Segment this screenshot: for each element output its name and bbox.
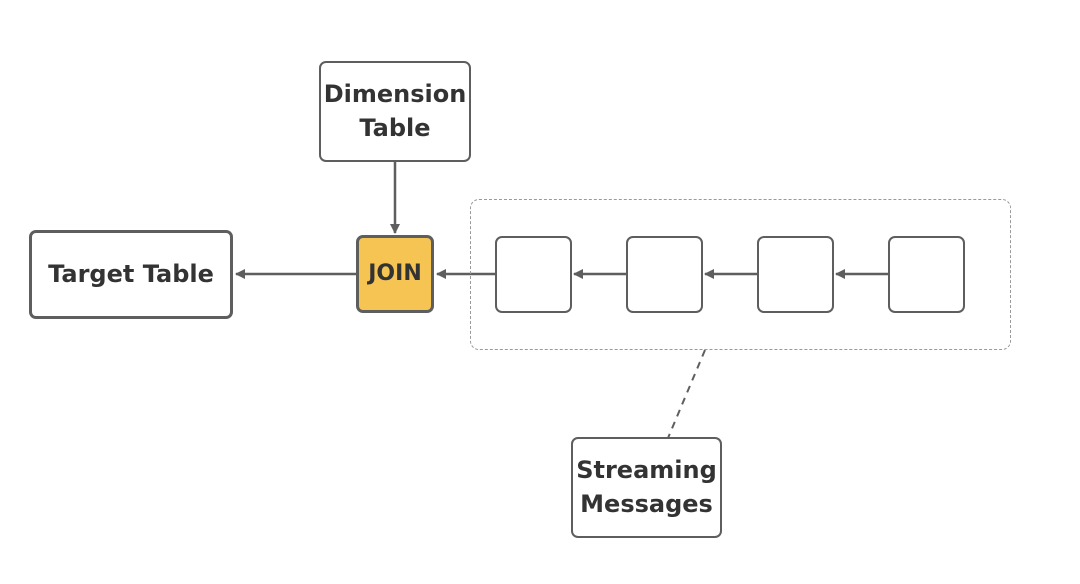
target-table-node: Target Table	[29, 230, 233, 319]
target-table-label: Target Table	[48, 259, 214, 288]
streaming-messages-label-line2: Messages	[580, 489, 713, 518]
join-node: JOIN	[356, 235, 434, 313]
dimension-table-label-line1: Dimension	[323, 79, 467, 108]
join-label: JOIN	[368, 260, 422, 286]
message-box	[626, 236, 703, 313]
dimension-table-node: Dimension Table	[319, 61, 471, 162]
streaming-messages-label-line1: Streaming	[576, 455, 717, 484]
streaming-messages-node: Streaming Messages	[571, 437, 722, 538]
dashed-leader-line	[667, 349, 706, 439]
streaming-messages-group	[470, 199, 1011, 350]
message-box	[757, 236, 834, 313]
dimension-table-label-line2: Table	[359, 113, 431, 142]
message-box	[888, 236, 965, 313]
message-box	[495, 236, 572, 313]
